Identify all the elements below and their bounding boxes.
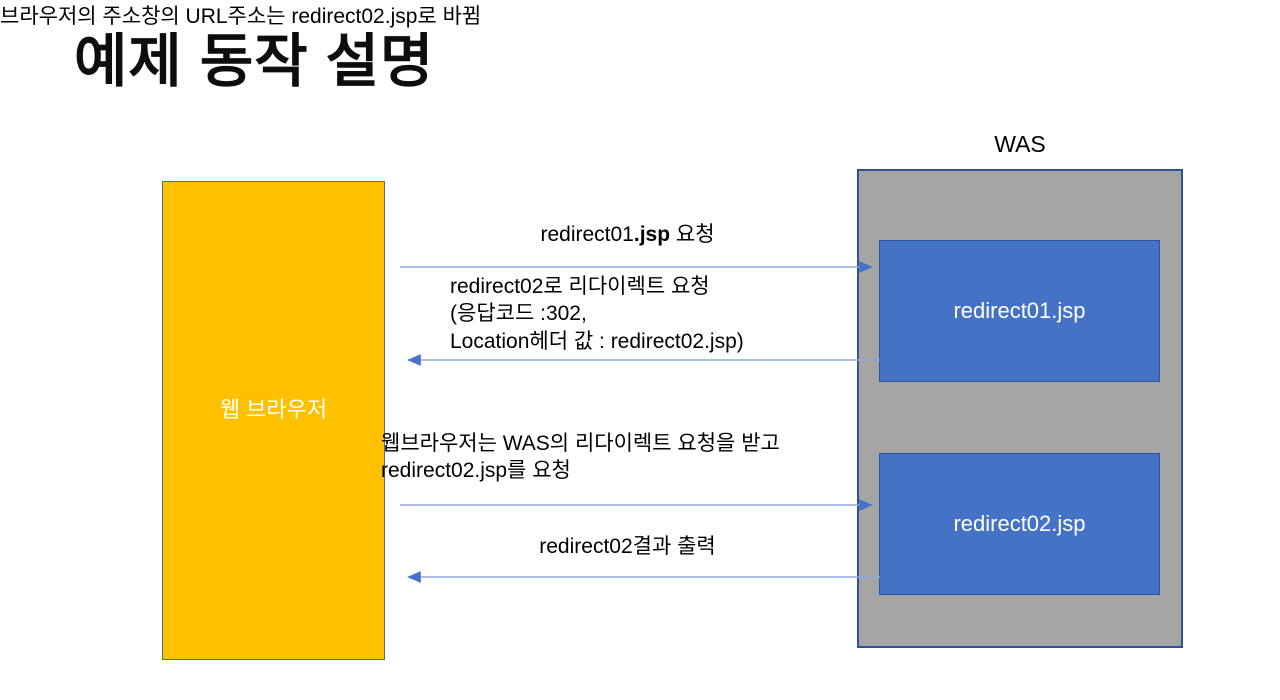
flow-label-request-01-tail: 요청 <box>670 223 715 246</box>
flow-label-result-02: redirect02결과 출력 <box>539 535 716 558</box>
web-browser-label: 웹 브라우저 <box>219 397 328 422</box>
page-title: 예제 동작 설명 <box>74 29 435 94</box>
flow-label-request-01-normal: redirect01 <box>540 223 634 246</box>
was-caption: WAS <box>994 131 1046 157</box>
web-browser-box <box>162 181 385 660</box>
footnote-text: 브라우저의 주소창의 URL주소는 redirect02.jsp로 바뀜 <box>0 5 482 28</box>
flow-label-request-01-bold: .jsp <box>633 223 671 246</box>
flow-label-request-02: 웹브라우저는 WAS의 리다이렉트 요청을 받고 redirect02.jsp를… <box>381 432 780 483</box>
flow-label-request-01: redirect01.jsp 요청 <box>400 221 855 248</box>
jsp-box-redirect02: redirect02.jsp <box>879 453 1160 595</box>
flow-label-redirect-302: redirect02로 리다이렉트 요청 (응답코드 :302, Locatio… <box>450 275 744 353</box>
jsp-box-redirect01: redirect01.jsp <box>879 240 1160 382</box>
